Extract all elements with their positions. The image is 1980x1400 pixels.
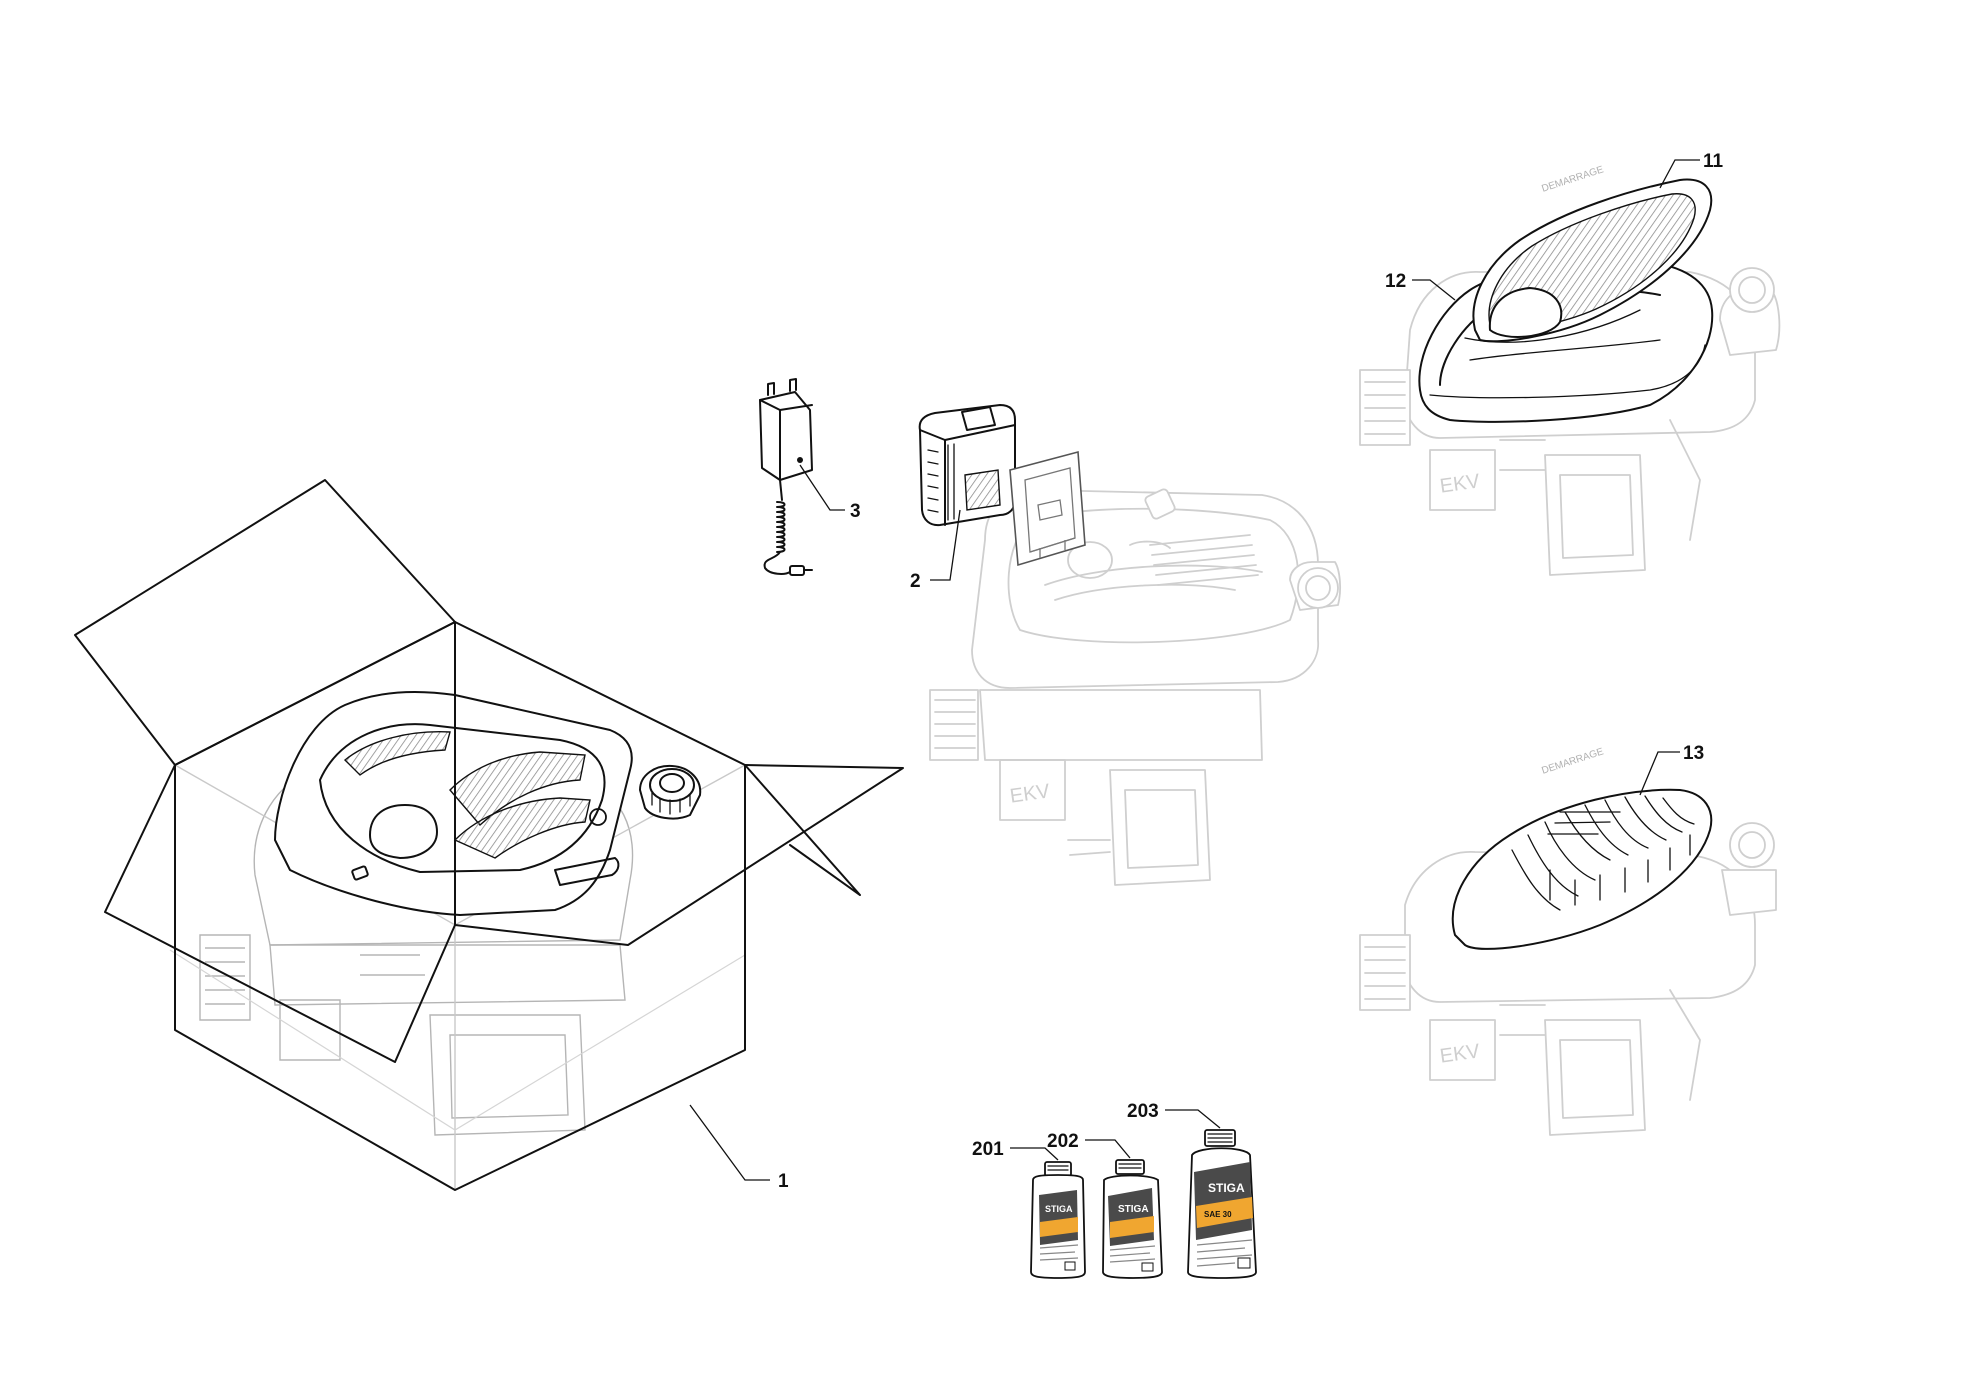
leader-11	[1659, 159, 1700, 189]
callout-13: 13	[1683, 743, 1704, 764]
item-203-oil-bottle-large: STIGA SAE 30	[1187, 1129, 1257, 1279]
leader-1	[689, 1104, 770, 1181]
bottle-201-brand: STIGA	[1045, 1204, 1073, 1214]
start-decal-bottom: DEMARRAGE	[1540, 746, 1605, 776]
bottle-202-brand: STIGA	[1118, 1204, 1149, 1215]
callout-12: 12	[1385, 271, 1406, 292]
callout-202: 202	[1047, 1131, 1079, 1152]
item-2-wall-bracket	[1009, 450, 1086, 567]
bottle-203-grade: SAE 30	[1204, 1210, 1232, 1219]
start-decal-top: DEMARRAGE	[1540, 164, 1605, 194]
engine-ghost-bottom-right: EKV DEMARRAGE	[1359, 746, 1777, 1136]
callout-3: 3	[850, 501, 861, 522]
item-202-oil-bottle-medium: STIGA	[1102, 1159, 1163, 1279]
callout-1: 1	[778, 1171, 789, 1192]
item-11-air-filter-grille	[1464, 178, 1713, 343]
leader-12	[1412, 279, 1456, 301]
leader-2	[930, 509, 961, 581]
callout-2: 2	[910, 571, 921, 592]
leader-201	[1010, 1147, 1059, 1161]
item-201-oil-bottle-small: STIGA	[1030, 1161, 1086, 1279]
leader-lines	[689, 159, 1700, 1181]
item-3-charger-adapter	[759, 378, 813, 576]
callout-201: 201	[972, 1139, 1004, 1160]
callout-11: 11	[1703, 151, 1724, 172]
callout-203: 203	[1127, 1101, 1159, 1122]
item-1-packaging-box	[74, 479, 904, 1191]
leader-3	[799, 464, 845, 511]
engine-ghost-center: EKV	[929, 488, 1342, 886]
boxed-engine-fuel-cap	[639, 764, 702, 820]
bottle-203-brand: STIGA	[1208, 1181, 1245, 1195]
leader-203	[1165, 1109, 1221, 1129]
boxed-engine-shroud	[274, 691, 633, 916]
callout-labels: 1 2 3 11 12 13 201 202 203	[778, 151, 1724, 1192]
item-13-vented-cover	[1451, 788, 1713, 950]
leader-13	[1639, 751, 1680, 796]
leader-202	[1085, 1139, 1131, 1159]
item-2-battery-pack	[918, 404, 1016, 527]
